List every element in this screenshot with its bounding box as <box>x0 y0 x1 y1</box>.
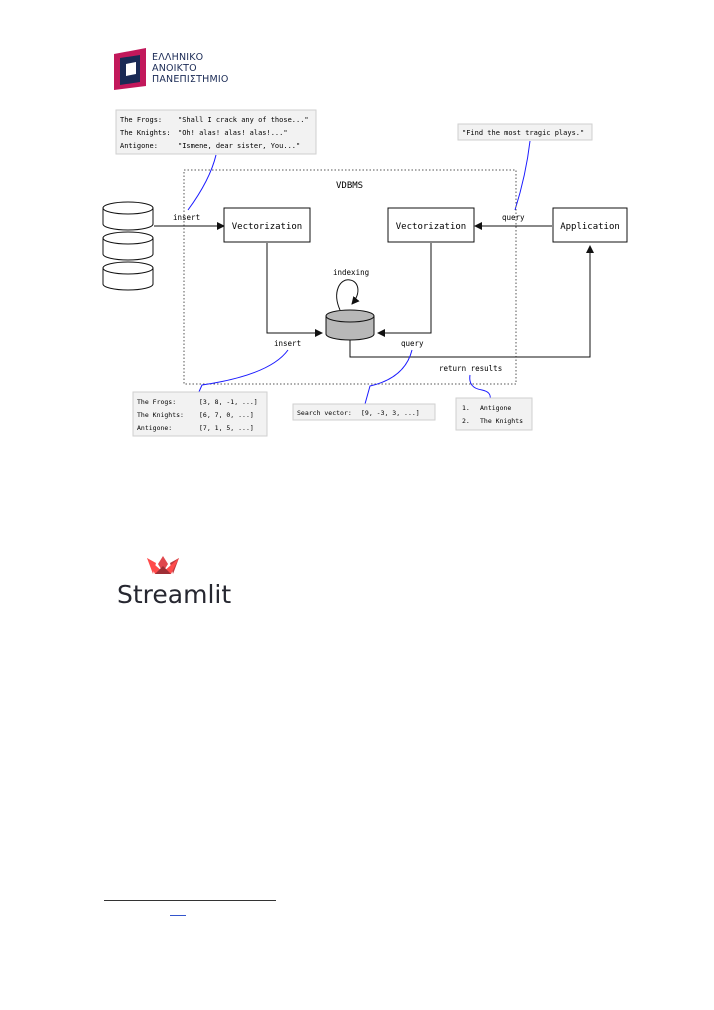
vector-value: [3, 8, -1, ...] <box>199 398 258 406</box>
result-rank: 1. <box>462 404 470 412</box>
edge-label-indexing: indexing <box>333 268 369 277</box>
vectorization-node-right: Vectorization <box>387 207 475 243</box>
query-note: "Find the most tragic plays." <box>457 123 593 141</box>
vector-database <box>325 309 375 341</box>
vector-value: [6, 7, 0, ...] <box>199 411 254 419</box>
callout-line <box>197 349 289 395</box>
edge-label-query-db: query <box>401 339 424 348</box>
doc-title: The Knights: <box>120 129 171 137</box>
search-vector-value: [9, -3, 3, ...] <box>361 409 420 417</box>
vector-value: [7, 1, 5, ...] <box>199 424 254 432</box>
doc-title: Antigone: <box>120 142 158 150</box>
vector-title: The Frogs: <box>137 398 176 406</box>
query-text: "Find the most tragic plays." <box>462 129 584 137</box>
callout-line <box>514 140 531 211</box>
callout-line <box>187 154 217 211</box>
vdbms-label: VDBMS <box>336 181 363 191</box>
search-vector-label: Search vector: <box>297 409 352 417</box>
vectorization-node-left: Vectorization <box>223 207 311 243</box>
source-documents-note: The Frogs: "Shall I crack any of those..… <box>115 109 317 155</box>
vector-title: The Knights: <box>137 411 184 419</box>
edge-label-insert-db: insert <box>274 339 301 348</box>
application-node: Application <box>552 207 628 243</box>
university-name: ΕΛΛΗΝΙΚΟ ΑΝΟΙΚΤΟ ΠΑΝΕΠΙΣΤΗΜΙΟ <box>152 52 229 85</box>
result-name: Antigone <box>480 404 511 412</box>
edge-label-insert: insert <box>173 213 200 222</box>
edge-label-query: query <box>502 213 525 222</box>
callout-line <box>469 374 491 401</box>
doc-text: "Ismene, dear sister, You..." <box>178 142 300 150</box>
results-note: 1. Antigone 2. The Knights <box>455 397 533 431</box>
footnote-link[interactable] <box>170 915 186 916</box>
callout-line <box>364 349 413 405</box>
edge-label-return: return results <box>439 364 502 373</box>
document-store <box>102 201 154 291</box>
result-name: The Knights <box>480 417 523 425</box>
university-logo <box>114 48 146 90</box>
doc-text: "Oh! alas! alas! alas!..." <box>178 129 288 137</box>
doc-title: The Frogs: <box>120 116 162 124</box>
streamlit-wordmark: Streamlit <box>117 580 232 609</box>
svg-text:Application: Application <box>560 222 620 232</box>
vdbms-diagram: The Frogs: "Shall I crack any of those..… <box>102 109 628 437</box>
svg-text:Vectorization: Vectorization <box>396 222 466 232</box>
search-vector-note: Search vector: [9, -3, 3, ...] <box>292 403 436 421</box>
result-rank: 2. <box>462 417 470 425</box>
vector-title: Antigone: <box>137 424 172 432</box>
doc-text: "Shall I crack any of those..." <box>178 116 309 124</box>
streamlit-crown-icon <box>147 556 179 574</box>
vdbms-boundary <box>183 169 517 385</box>
svg-text:Vectorization: Vectorization <box>232 222 302 232</box>
vectors-note: The Frogs: [3, 8, -1, ...] The Knights: … <box>132 391 268 437</box>
footnote-rule <box>104 900 276 901</box>
